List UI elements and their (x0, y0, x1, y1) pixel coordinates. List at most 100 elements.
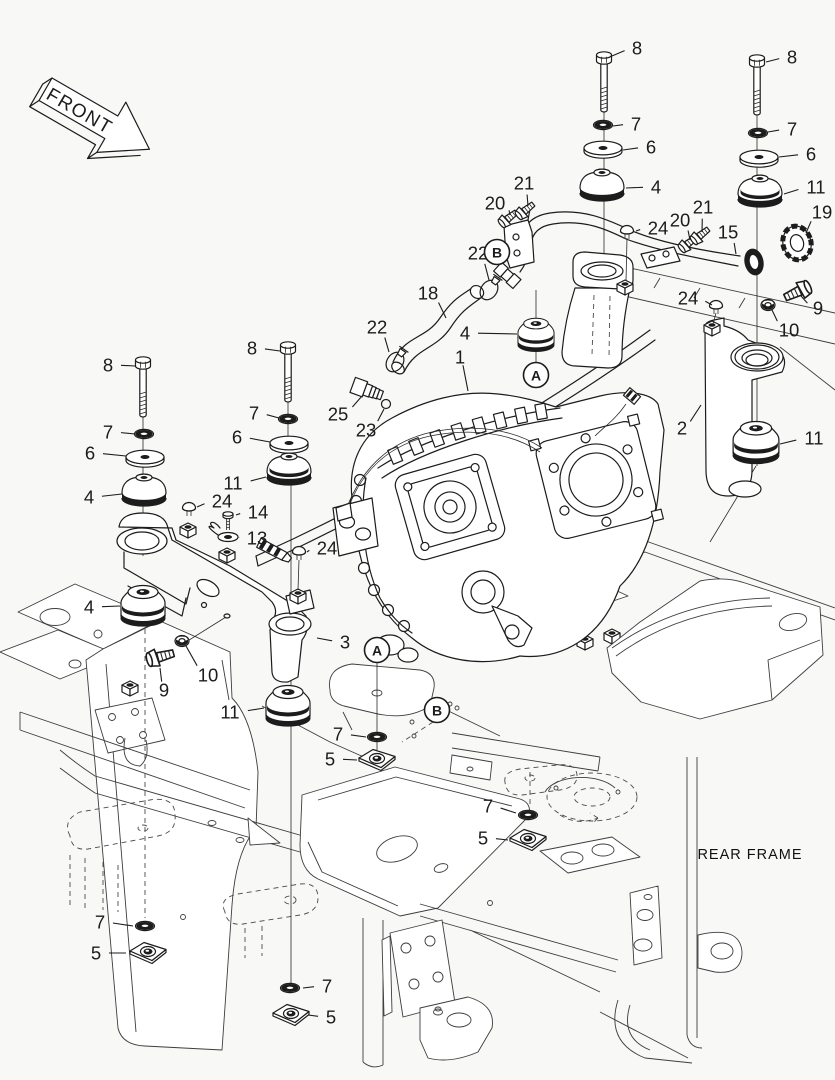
part-callout-23: 23 (356, 420, 377, 441)
callout-leader-24 (705, 300, 713, 306)
part-callout-24: 24 (678, 288, 699, 309)
callout-leader-24 (196, 503, 205, 508)
callout-leader-23 (377, 408, 385, 422)
callout-leader-19 (805, 221, 812, 234)
callout-leader-7 (266, 414, 280, 419)
part-callout-7: 7 (787, 119, 797, 140)
part-callout-19: 19 (812, 202, 833, 223)
part-callout-22: 22 (468, 243, 489, 264)
callout-leader-25 (351, 395, 363, 408)
part-callout-4: 4 (84, 597, 94, 618)
callout-leader-11 (247, 707, 265, 712)
callout-leader-2 (689, 404, 702, 422)
cap-19 (780, 223, 814, 263)
part-callout-9: 9 (159, 680, 169, 701)
callout-leader-8 (120, 364, 136, 367)
callout-leader-5 (307, 1014, 319, 1017)
balloon-B (423, 696, 451, 724)
bracket-3-art (116, 501, 315, 683)
callout-leader-20 (687, 230, 691, 241)
callout-leader-21 (526, 194, 529, 207)
part-callout-7: 7 (249, 403, 259, 424)
part-callout-7: 7 (322, 976, 332, 997)
tube-15-art (492, 198, 814, 296)
mount-tower-art (561, 251, 634, 369)
part-callout-7: 7 (103, 422, 113, 443)
part-callout-3: 3 (340, 632, 350, 653)
callout-leader-4 (101, 493, 123, 497)
part-callout-7: 7 (95, 912, 105, 933)
part-callout-24: 24 (317, 538, 338, 559)
bracket-2-art (703, 299, 786, 498)
callout-leader-7 (120, 432, 136, 435)
balloon-letter-A: A (372, 643, 382, 659)
part-callout-24: 24 (648, 218, 669, 239)
callout-leader-8 (264, 348, 281, 352)
part-callout-15: 15 (718, 222, 739, 243)
part-callout-8: 8 (103, 355, 113, 376)
callout-leader-7 (767, 129, 780, 133)
callout-leader-22 (384, 337, 390, 353)
part-callout-20: 20 (670, 210, 691, 231)
callout-leader-10 (771, 309, 778, 322)
balloon-B (483, 238, 511, 266)
callout-leader-4 (625, 186, 644, 189)
part-callout-4: 4 (460, 323, 470, 344)
part-callout-4: 4 (651, 177, 661, 198)
part-callout-10: 10 (198, 665, 219, 686)
callout-leader-9 (159, 667, 163, 682)
part-callout-7: 7 (483, 796, 493, 817)
part-callout-6: 6 (646, 137, 656, 158)
part-callout-25: 25 (328, 404, 349, 425)
callout-leader-7 (302, 986, 315, 989)
part-callout-11: 11 (220, 702, 239, 723)
part-callout-13: 13 (247, 528, 268, 549)
callout-leader-14 (235, 513, 241, 516)
callout-leader-4 (477, 332, 518, 335)
part-callout-24: 24 (212, 491, 233, 512)
part-callout-18: 18 (418, 283, 439, 304)
part-callout-5: 5 (478, 828, 488, 849)
part-callout-11: 11 (806, 177, 825, 198)
callout-leader-15 (733, 242, 737, 255)
callout-leader-18 (438, 302, 447, 319)
callout-leader-6 (622, 147, 639, 151)
callout-leader-20 (508, 210, 511, 216)
callout-leader-8 (611, 50, 625, 57)
part-callout-20: 20 (485, 193, 506, 214)
callout-leader-7 (612, 124, 624, 127)
callout-leader-11 (783, 188, 799, 195)
transmission-art (332, 387, 665, 663)
part-callout-1: 1 (455, 347, 465, 368)
callout-leader-10 (185, 645, 198, 666)
balloon-letter-B: B (492, 245, 502, 261)
part-callout-8: 8 (632, 38, 642, 59)
part-callout-8: 8 (247, 338, 257, 359)
part-callout-11: 11 (223, 473, 242, 494)
part-callout-9: 9 (813, 298, 823, 319)
part-callout-21: 21 (514, 173, 535, 194)
callout-leader-6 (249, 437, 271, 443)
rear-frame-art (0, 265, 835, 1068)
part-callout-6: 6 (85, 443, 95, 464)
part-callout-6: 6 (232, 427, 242, 448)
part-callout-14: 14 (248, 502, 269, 523)
callout-leader-6 (102, 453, 127, 457)
rear-frame-label: REAR FRAME (697, 847, 802, 863)
callout-leader-5 (342, 758, 358, 761)
callout-leader-7 (500, 807, 517, 814)
callout-leader-7 (350, 734, 367, 738)
part-callout-7: 7 (631, 114, 641, 135)
part-callout-2: 2 (677, 418, 687, 439)
callout-leader-22 (484, 263, 490, 281)
part-callout-4: 4 (84, 487, 94, 508)
callout-leader-11 (250, 476, 267, 482)
callout-leader-24 (306, 549, 310, 553)
callout-leader-4 (101, 605, 121, 608)
callout-leader-3 (316, 637, 333, 642)
hose-18-art (349, 272, 506, 410)
balloon-letter-B: B (432, 703, 442, 719)
